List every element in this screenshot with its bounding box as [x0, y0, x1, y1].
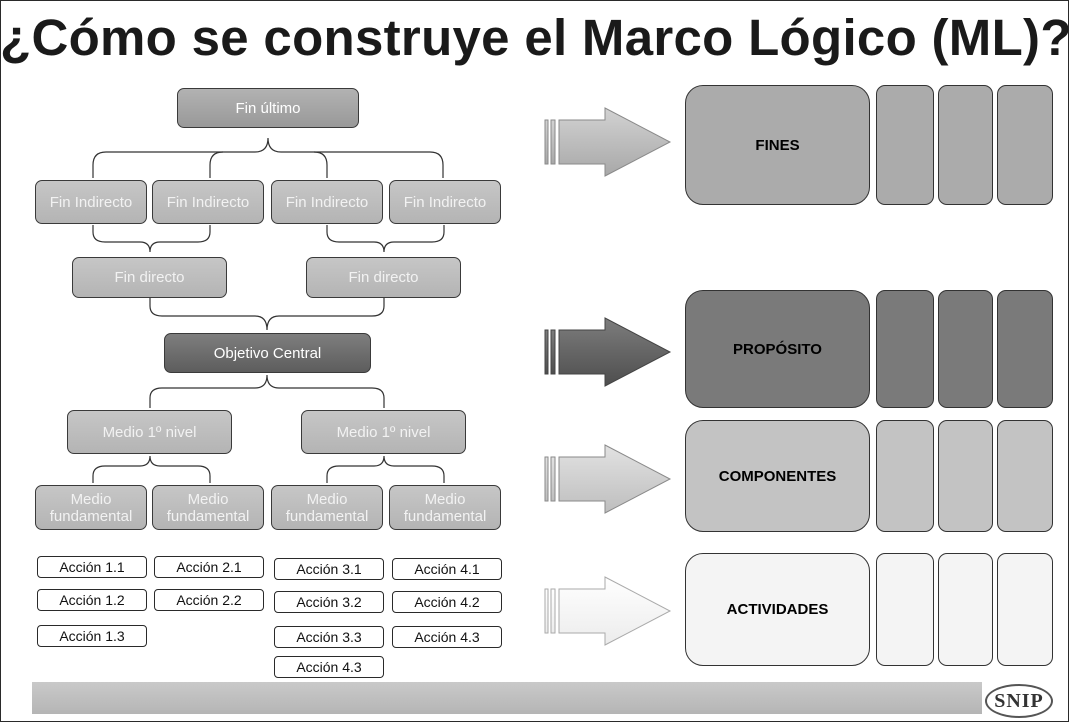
matrix-cell: [938, 290, 993, 408]
footer-bar: [32, 682, 982, 714]
medio-primer-nivel-box: Medio 1º nivel: [301, 410, 466, 454]
accion-box: Acción 3.2: [274, 591, 384, 613]
medio-primer-nivel-label: Medio 1º nivel: [336, 423, 431, 441]
fin-indirecto-box: Fin Indirecto: [152, 180, 264, 224]
matrix-cell: [876, 420, 934, 532]
matrix-cell: [938, 85, 993, 205]
accion-box: Acción 1.3: [37, 625, 147, 647]
fin-indirecto-label: Fin Indirecto: [403, 193, 487, 211]
matrix-cell: [876, 290, 934, 408]
accion-box: Acción 4.1: [392, 558, 502, 580]
accion-box: Acción 3.3: [274, 626, 384, 648]
accion-box: Acción 1.1: [37, 556, 147, 578]
arrow-proposito: [544, 317, 672, 387]
medio-fundamental-line1: Medio: [306, 490, 348, 508]
medio-fundamental-line2: fundamental: [285, 507, 369, 525]
medio-primer-nivel-label: Medio 1º nivel: [102, 423, 197, 441]
brace-fin-ultimo: [92, 137, 444, 178]
accion-box: Acción 4.3: [274, 656, 384, 678]
fin-indirecto-box: Fin Indirecto: [389, 180, 501, 224]
fin-directo-label: Fin directo: [348, 269, 419, 286]
medio-fundamental-line1: Medio: [424, 490, 466, 508]
objetivo-central-label: Objetivo Central: [213, 344, 322, 362]
objetivo-central-box: Objetivo Central: [164, 333, 371, 373]
arrow-componentes: [544, 444, 672, 514]
brace-fin-directo: [149, 298, 385, 331]
snip-logo: SNIP: [985, 684, 1053, 718]
fin-directo-label: Fin directo: [114, 269, 185, 286]
fin-indirecto-label: Fin Indirecto: [285, 193, 369, 211]
brace-right-indirect: [326, 225, 445, 253]
accion-box: Acción 4.3: [392, 626, 502, 648]
fin-indirecto-box: Fin Indirecto: [35, 180, 147, 224]
accion-box: Acción 1.2: [37, 589, 147, 611]
arrow-fines: [544, 107, 672, 177]
matrix-row-header: COMPONENTES: [685, 420, 870, 532]
accion-box: Acción 3.1: [274, 558, 384, 580]
brace-medio-right: [326, 455, 445, 483]
matrix-cell: [938, 553, 993, 666]
slide-title: ¿Cómo se construye el Marco Lógico (ML)?: [0, 9, 1071, 66]
brace-medio-left: [92, 455, 211, 483]
fin-indirecto-box: Fin Indirecto: [271, 180, 383, 224]
snip-logo-text: SNIP: [994, 689, 1044, 712]
matrix-row-header: FINES: [685, 85, 870, 205]
fin-directo-box: Fin directo: [72, 257, 227, 298]
matrix-cell: [876, 85, 934, 205]
matrix-row-header: PROPÓSITO: [685, 290, 870, 408]
medio-fundamental-line2: fundamental: [49, 507, 133, 525]
matrix-cell: [997, 420, 1053, 532]
matrix-row-header: ACTIVIDADES: [685, 553, 870, 666]
matrix-cell: [997, 553, 1053, 666]
brace-left-indirect: [92, 225, 211, 253]
medio-fundamental-line2: fundamental: [166, 507, 250, 525]
arrow-actividades: [544, 576, 672, 646]
fin-directo-box: Fin directo: [306, 257, 461, 298]
medio-fundamental-line2: fundamental: [403, 507, 487, 525]
medio-fundamental-line1: Medio: [187, 490, 229, 508]
fin-indirecto-label: Fin Indirecto: [166, 193, 250, 211]
accion-box: Acción 4.2: [392, 591, 502, 613]
fin-ultimo-box: Fin último: [177, 88, 359, 128]
brace-fin-ultimo-inner: [209, 151, 328, 178]
brace-objetivo: [149, 374, 385, 408]
matrix-cell: [997, 290, 1053, 408]
matrix-cell: [876, 553, 934, 666]
accion-box: Acción 2.1: [154, 556, 264, 578]
fin-ultimo-label: Fin último: [235, 99, 301, 117]
matrix-cell: [938, 420, 993, 532]
medio-primer-nivel-box: Medio 1º nivel: [67, 410, 232, 454]
accion-box: Acción 2.2: [154, 589, 264, 611]
matrix-cell: [997, 85, 1053, 205]
medio-fundamental-line1: Medio: [70, 490, 112, 508]
fin-indirecto-label: Fin Indirecto: [49, 193, 133, 211]
